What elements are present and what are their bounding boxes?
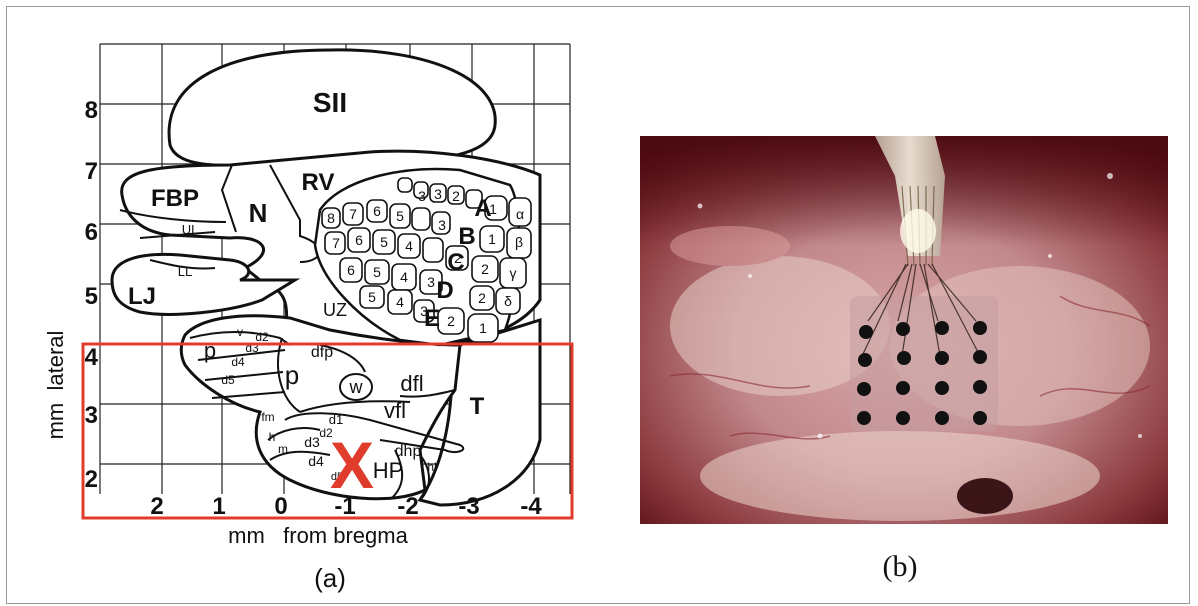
label-d4-p: d4 [231, 355, 245, 369]
barrel-number: 6 [373, 203, 381, 219]
label-h: h [269, 430, 276, 444]
x-tick: -2 [397, 493, 418, 520]
label-fm: fm [261, 410, 274, 424]
y-tick: 2 [85, 466, 98, 493]
label-d5-p: d5 [221, 373, 235, 387]
electrode [935, 411, 949, 425]
row-label-b: B [458, 223, 475, 250]
row-label-a: A [474, 195, 491, 222]
x-tick: 1 [212, 493, 225, 520]
barrel-number: 5 [373, 264, 381, 280]
electrode [859, 325, 873, 339]
caption-b: (b) [850, 550, 950, 584]
barrel-number: 2 [481, 261, 489, 277]
x-tick: -4 [520, 493, 542, 520]
label-n: N [249, 198, 268, 228]
label-p-left: p [204, 338, 216, 363]
barrel-number: 2 [478, 290, 486, 306]
y-tick: 4 [85, 344, 99, 371]
greek-label: γ [510, 265, 517, 281]
barrel-number: 2 [447, 313, 455, 329]
barrel-number: 8 [327, 210, 335, 226]
electrode-photo [640, 136, 1168, 524]
electrode [973, 411, 987, 425]
barrel-cortex-map: 8 7 6 5 7 6 5 4 6 5 4 3 5 4 3 2 1 1 1 2 … [0, 0, 620, 606]
label-fbp: FBP [151, 185, 199, 212]
barrel-number: 2 [452, 188, 460, 204]
recording-site-marker: X [330, 428, 374, 502]
barrel-number: 3 [438, 217, 446, 233]
label-v: v [237, 325, 243, 339]
electrode [896, 381, 910, 395]
label-d3: d3 [304, 434, 320, 450]
caption-a: (a) [280, 563, 380, 594]
label-vfl: vfl [384, 398, 406, 423]
x-tick: 0 [274, 493, 287, 520]
barrel-number: 5 [380, 234, 388, 250]
barrel-number: 7 [332, 235, 340, 251]
label-p-center: p [285, 360, 299, 390]
y-tick: 7 [85, 158, 98, 185]
barrel-number: 5 [396, 208, 404, 224]
y-tick: 3 [85, 402, 98, 429]
electrode-array-pad [850, 296, 998, 431]
barrel-number: 3 [418, 188, 426, 204]
label-rv: RV [302, 169, 335, 196]
barrel-number: 7 [349, 206, 357, 222]
row-label-d: D [436, 277, 453, 304]
greek-label: δ [504, 293, 512, 309]
x-tick: -1 [334, 493, 355, 520]
electrode [973, 350, 987, 364]
barrel-number: 1 [479, 320, 487, 336]
label-t: T [470, 393, 485, 420]
barrel-number: 1 [488, 231, 496, 247]
x-tick: -3 [458, 493, 479, 520]
barrel-number: 5 [368, 289, 376, 305]
label-d4: d4 [308, 453, 324, 469]
label-dfl: dfl [400, 371, 423, 396]
electrode [935, 321, 949, 335]
electrode [973, 380, 987, 394]
label-sii: SII [313, 87, 347, 118]
barrel-number: 6 [347, 262, 355, 278]
barrel-number: 4 [400, 269, 408, 285]
barrel-number: 4 [396, 294, 404, 310]
label-hp: HP [373, 458, 404, 483]
greek-label: β [515, 234, 523, 250]
electrode [857, 382, 871, 396]
label-ul: UL [182, 222, 199, 237]
y-tick: 8 [85, 97, 98, 124]
label-w: w [349, 377, 364, 397]
y-tick: 6 [85, 219, 98, 246]
barrel-number: 4 [405, 238, 413, 254]
label-uz: UZ [323, 300, 347, 320]
electrode [935, 381, 949, 395]
electrode [857, 411, 871, 425]
barrel-number: 3 [427, 274, 435, 290]
barrel-number: 6 [355, 232, 363, 248]
electrode [896, 322, 910, 336]
y-axis-ticks: 8 7 6 5 4 3 2 [85, 97, 99, 493]
x-tick: 2 [150, 493, 163, 520]
row-label-c: C [447, 249, 464, 276]
y-tick: 5 [85, 283, 98, 310]
x-axis-title: mm from bregma [228, 523, 408, 548]
label-lj: LJ [128, 283, 156, 310]
label-d1: d1 [329, 412, 343, 427]
greek-label: α [516, 206, 524, 222]
barrel-number: 3 [434, 186, 442, 202]
label-hl: hl [427, 460, 436, 474]
label-dfp: dfp [311, 344, 333, 361]
electrode [897, 351, 911, 365]
label-ll: LL [178, 264, 192, 279]
label-m: m [278, 442, 288, 456]
electrode [973, 321, 987, 335]
electrode [858, 353, 872, 367]
y-axis-title: mm lateral [43, 331, 68, 440]
label-dhp: dhp [395, 443, 422, 460]
electrode [896, 411, 910, 425]
electrode [935, 351, 949, 365]
row-label-e: E [424, 305, 440, 332]
